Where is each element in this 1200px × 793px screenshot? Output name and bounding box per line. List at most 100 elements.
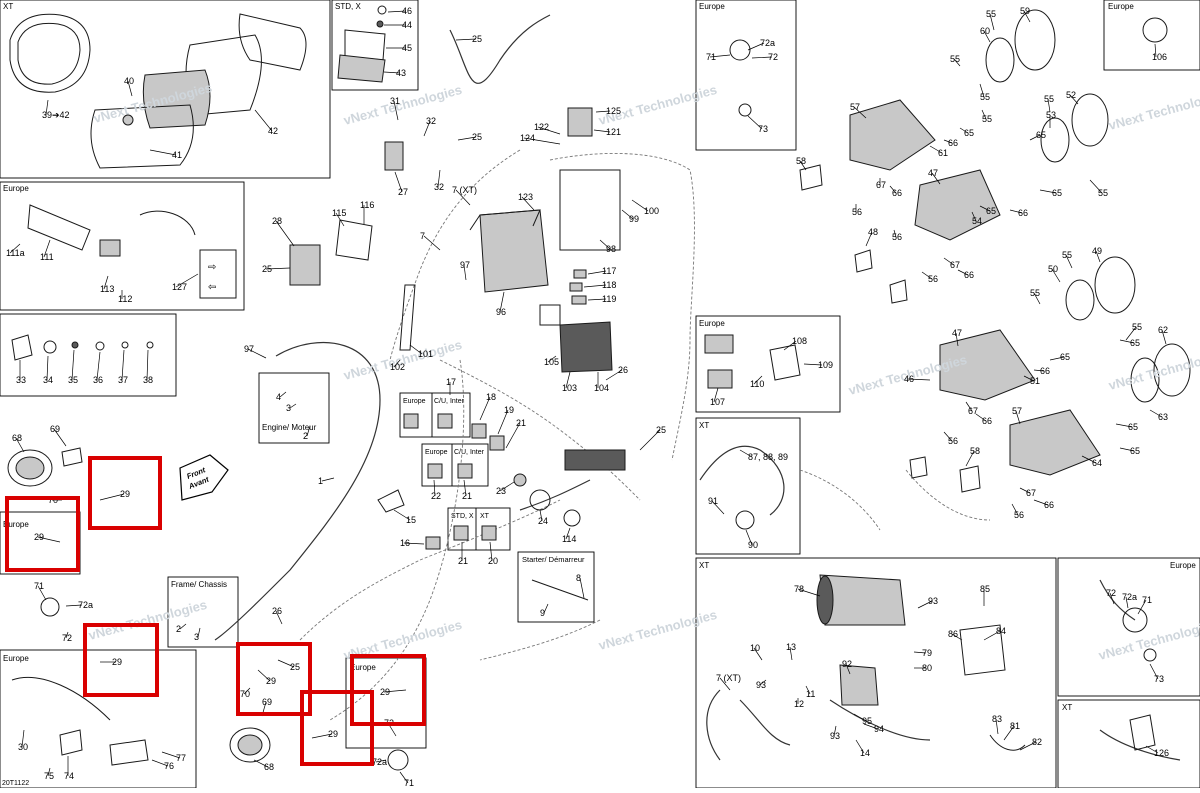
rectifier-27	[384, 141, 404, 171]
switch-europe-a	[403, 413, 419, 429]
watermarks: vNext Technologies vNext Technologies vN…	[87, 80, 1200, 663]
callout-c40: 67	[950, 260, 960, 270]
inset-title-europe-top-right: Europe	[1108, 2, 1134, 11]
leader-line-c87	[275, 220, 295, 247]
callout-c8: 43	[396, 68, 406, 78]
callout-c4: 42	[268, 126, 278, 136]
callout-c146: 30	[18, 742, 28, 752]
callout-c34: 47	[928, 168, 938, 178]
leader-line-c21	[1047, 98, 1051, 113]
leader-line-c51	[1049, 356, 1065, 361]
callout-c166: 85	[980, 584, 990, 594]
leader-line-c130	[753, 375, 763, 385]
switch-cu-b	[457, 463, 473, 479]
leader-line-c37	[1039, 189, 1057, 194]
callout-c155: 29	[266, 676, 276, 686]
leader-line-c102	[146, 349, 149, 381]
leader-line-c115	[479, 396, 491, 421]
leader-line-c13	[747, 115, 763, 130]
leader-line-c149	[151, 759, 169, 767]
leader-line-c142	[37, 585, 47, 601]
bracket-115	[335, 219, 373, 261]
leader-line-c42	[893, 229, 897, 238]
leader-line-c160	[383, 689, 407, 693]
callout-c176: 12	[794, 699, 804, 709]
callout-c116: 19	[504, 405, 514, 415]
leader-line-c159	[311, 733, 333, 739]
leader-line-c69	[43, 239, 51, 258]
part-106-shape	[1142, 17, 1168, 43]
callout-c159: 29	[328, 729, 338, 739]
callout-c35: 65	[986, 206, 996, 216]
leader-line-c171	[753, 647, 763, 661]
clip-15	[377, 489, 405, 513]
switch-19	[489, 435, 505, 451]
callout-c45: 55	[1062, 250, 1072, 260]
leader-line-c90	[265, 267, 291, 270]
leader-line-c100	[96, 351, 101, 381]
callout-c147: 75	[44, 771, 54, 781]
leader-line-c172	[789, 646, 793, 661]
inset-title-switch-europe-b: Europe	[425, 449, 448, 456]
leader-line-c5	[387, 10, 407, 13]
leader-line-c15	[989, 13, 995, 31]
callout-c153: 26	[272, 606, 282, 616]
callout-c12: 72	[768, 52, 778, 62]
leader-line-c181	[855, 739, 865, 754]
callout-c107: 103	[562, 383, 577, 393]
callout-c145: 29	[112, 657, 122, 667]
watermark-11: vNext Technologies	[1097, 617, 1200, 663]
switches	[403, 413, 505, 541]
harness-run-center	[439, 359, 641, 501]
leader-line-c168	[951, 633, 963, 641]
inset-title-xt-mid: XT	[699, 421, 709, 430]
leader-line-c185	[1109, 592, 1115, 605]
leader-line-c117	[505, 422, 521, 449]
leader-line-c175	[805, 685, 811, 695]
drawing-code: 20T1122	[2, 780, 29, 787]
callout-c52: 51	[1030, 376, 1040, 386]
leader-line-c93	[499, 291, 505, 313]
leader-line-c86	[599, 239, 611, 250]
leader-line-c78	[537, 126, 561, 135]
callout-c149: 76	[164, 761, 174, 771]
leader-line-c180	[863, 723, 879, 730]
leader-line-c22	[1069, 94, 1079, 105]
leader-line-c146	[21, 729, 25, 748]
leader-line-c150	[161, 751, 181, 759]
leader-line-c183	[1003, 725, 1015, 741]
inset-europe-top	[695, 0, 797, 151]
callout-c66: 66	[1044, 500, 1054, 510]
leader-line-c32	[889, 185, 897, 194]
callout-c9: 25	[472, 34, 482, 44]
leader-line-c30	[799, 160, 807, 171]
front-arrow: Front Avant	[179, 454, 229, 501]
inset-xt-mid	[695, 417, 801, 555]
leader-line-c111	[289, 403, 297, 409]
leader-line-c132	[739, 449, 753, 458]
leader-line-c61	[1149, 409, 1163, 418]
leader-line-c104	[409, 344, 423, 355]
leader-line-c10	[709, 54, 731, 58]
callout-c73: 31	[390, 96, 400, 106]
fuse-117	[573, 269, 587, 279]
callout-c180: 94	[874, 724, 884, 734]
inset-xt-bottom-right	[1057, 699, 1200, 789]
callout-c102: 38	[143, 375, 153, 385]
leader-line-c80	[595, 110, 611, 113]
callout-c65: 56	[1014, 510, 1024, 520]
callout-c132: 87, 88, 89	[748, 452, 788, 462]
callout-c185: 72	[1106, 588, 1116, 598]
leader-line-c151	[179, 623, 187, 630]
callout-c118: 22	[431, 491, 441, 501]
callout-c44: 49	[1092, 246, 1102, 256]
callout-c23: 53	[1046, 110, 1056, 120]
callout-c76: 27	[398, 187, 408, 197]
callout-c133: 91	[708, 496, 718, 506]
inset-title-switch-xt: XT	[480, 513, 490, 520]
leader-line-c113	[321, 477, 335, 482]
inset-frame	[167, 576, 239, 648]
leader-line-c153	[275, 610, 283, 625]
inset-xt-gauge	[0, 0, 331, 179]
leader-line-c154	[277, 659, 295, 668]
